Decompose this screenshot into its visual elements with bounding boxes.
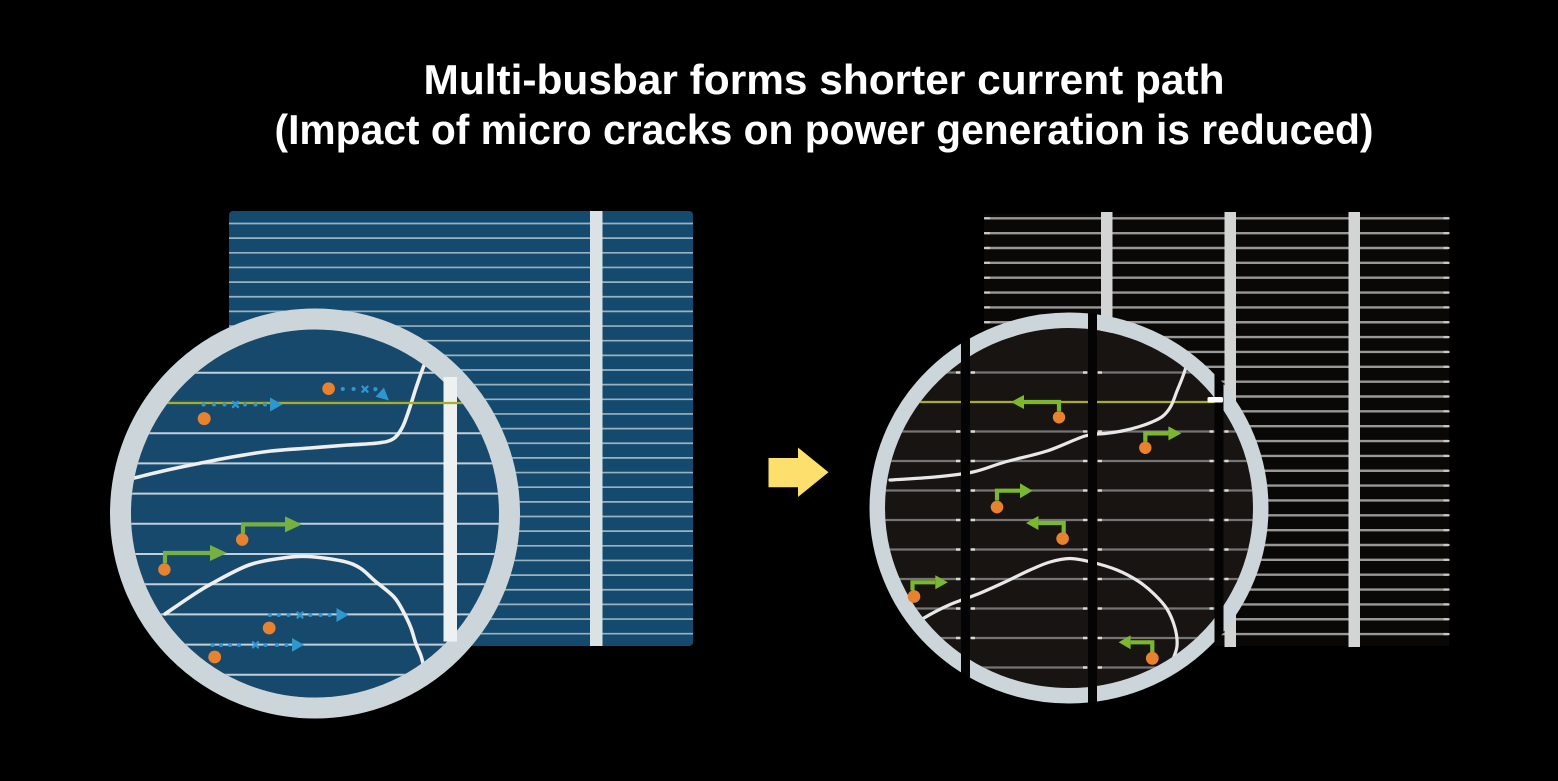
svg-text:(Impact of micro cracks on pow: (Impact of micro cracks on power generat… (275, 106, 1374, 153)
svg-text:Multi-busbar forms shorter cur: Multi-busbar forms shorter current path (424, 56, 1225, 103)
